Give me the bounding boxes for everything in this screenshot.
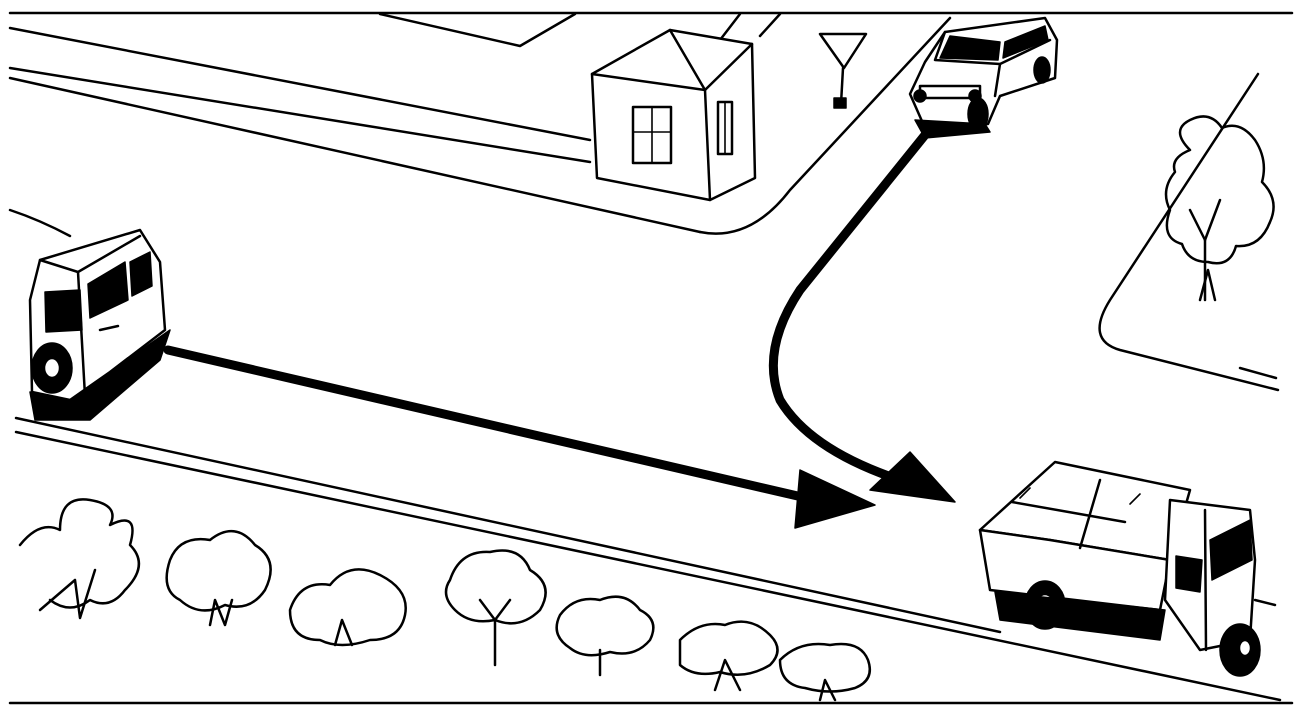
right-corner-road xyxy=(1098,72,1280,392)
arrow-van-path xyxy=(163,345,876,529)
frame xyxy=(8,11,1294,705)
tree-right xyxy=(1164,115,1275,302)
lower-road-edges xyxy=(14,416,1282,702)
truck xyxy=(978,460,1277,677)
upper-road-edges xyxy=(8,12,952,235)
arrow-car-path xyxy=(768,130,956,503)
house xyxy=(590,28,757,202)
car-top xyxy=(908,16,1059,139)
van-left xyxy=(8,208,171,421)
yield-sign xyxy=(818,32,868,109)
bushes-row xyxy=(18,498,872,702)
